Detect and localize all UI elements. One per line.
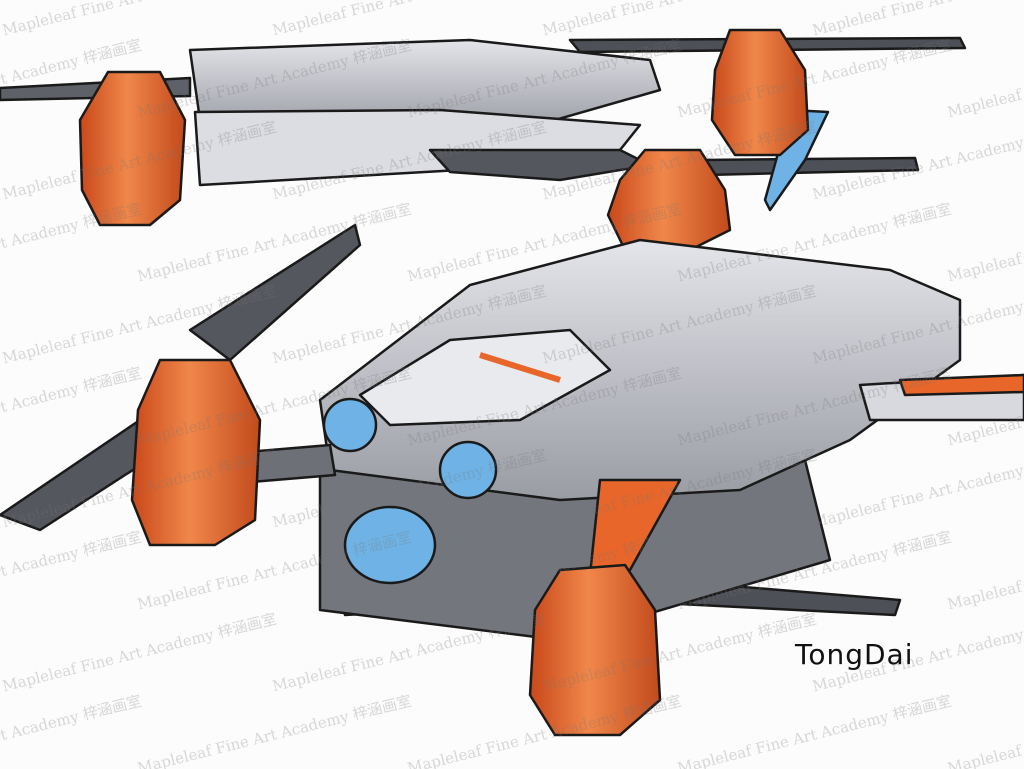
perspective-drone [0, 223, 1024, 737]
side-view-drone [0, 28, 967, 252]
artist-signature: TongDai [795, 638, 914, 671]
